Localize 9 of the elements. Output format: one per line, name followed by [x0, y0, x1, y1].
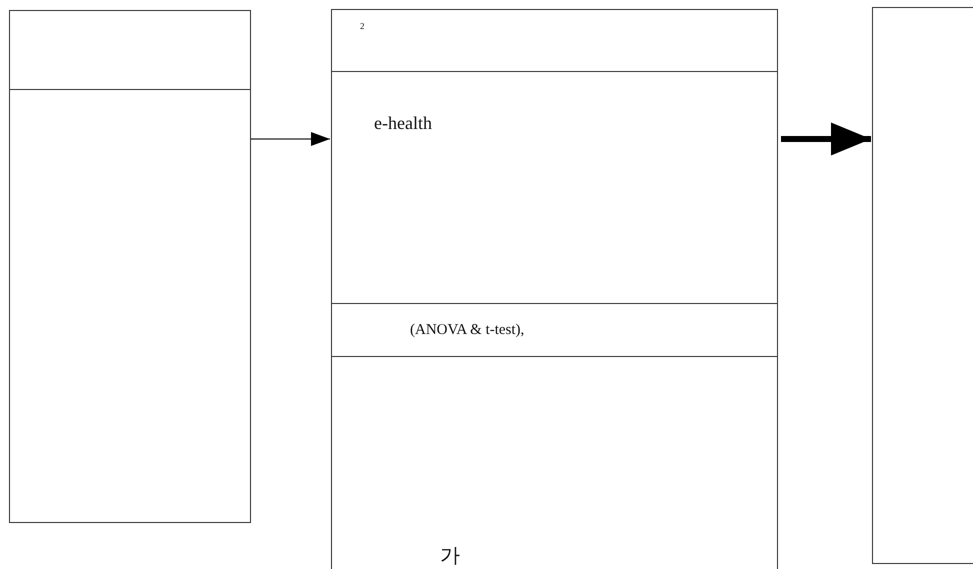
empty-box — [9, 10, 251, 523]
empty-box — [872, 7, 973, 564]
section-text: e-health — [374, 113, 432, 134]
footnote-number: 2 — [360, 21, 364, 31]
section-text: 가 — [440, 542, 460, 569]
section-text: (ANOVA & t-test), — [410, 322, 524, 339]
arrow — [250, 132, 330, 146]
arrow — [781, 122, 871, 156]
process-box — [331, 9, 778, 569]
